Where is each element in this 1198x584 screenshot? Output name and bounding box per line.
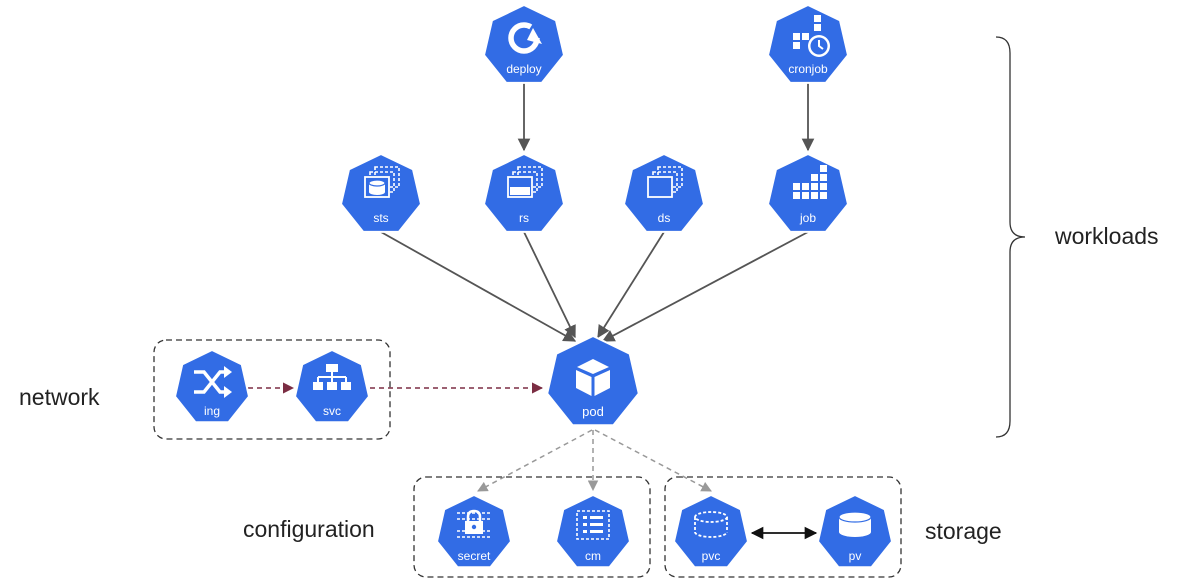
- edge-sts-pod: [380, 231, 577, 342]
- node-job-label: job: [799, 211, 816, 225]
- workloads-brace: [995, 36, 1026, 438]
- cronjob-icon: [793, 15, 830, 57]
- node-pv-label: pv: [849, 549, 862, 563]
- job-icon: [793, 165, 827, 199]
- daemonset-icon: [647, 166, 683, 198]
- secret-icon: [457, 509, 491, 538]
- node-job[interactable]: job: [767, 153, 849, 233]
- node-cm[interactable]: cm: [555, 494, 631, 569]
- node-pod-label: pod: [582, 404, 604, 419]
- pvc-icon: [694, 511, 728, 538]
- node-cronjob-label: cronjob: [788, 62, 828, 76]
- group-label-network: network: [19, 384, 100, 410]
- edge-pod-secret: [477, 429, 593, 492]
- node-rs[interactable]: rs: [483, 153, 565, 233]
- configuration-group-box: [413, 476, 651, 578]
- node-svc[interactable]: svc: [294, 349, 370, 424]
- edge-job-pod: [601, 231, 809, 342]
- replicaset-icon: [507, 166, 543, 198]
- storage-group-box: [664, 476, 902, 578]
- edge-ds-pod: [597, 231, 665, 339]
- network-group-box: [153, 339, 391, 440]
- node-sts-label: sts: [373, 211, 388, 225]
- service-icon: [313, 364, 351, 390]
- node-ing-label: ing: [204, 404, 220, 418]
- group-label-configuration: configuration: [243, 516, 375, 542]
- group-label-storage: storage: [925, 518, 1002, 544]
- node-ing[interactable]: ing: [174, 349, 250, 424]
- node-sts[interactable]: sts: [340, 153, 422, 233]
- node-deploy[interactable]: deploy: [483, 4, 565, 84]
- pod-icon: [576, 359, 610, 396]
- node-secret-label: secret: [458, 549, 491, 563]
- node-cronjob[interactable]: cronjob: [767, 4, 849, 84]
- node-pv[interactable]: pv: [817, 494, 893, 569]
- node-ds-label: ds: [658, 211, 671, 225]
- statefulset-icon: [364, 166, 400, 198]
- node-cm-label: cm: [585, 549, 601, 563]
- configmap-icon: [576, 510, 610, 540]
- node-secret[interactable]: secret: [436, 494, 512, 569]
- node-pvc-label: pvc: [702, 549, 721, 563]
- node-svc-label: svc: [323, 404, 341, 418]
- node-rs-label: rs: [519, 211, 529, 225]
- node-deploy-label: deploy: [506, 62, 541, 76]
- ingress-icon: [194, 366, 232, 398]
- node-pod[interactable]: pod: [546, 335, 640, 427]
- edge-rs-pod: [523, 231, 576, 339]
- deploy-icon: [508, 22, 542, 54]
- node-pvc[interactable]: pvc: [673, 494, 749, 569]
- pv-icon: [838, 511, 872, 537]
- node-ds[interactable]: ds: [623, 153, 705, 233]
- edge-pod-pvc: [594, 429, 712, 492]
- group-label-workloads: workloads: [1054, 223, 1159, 249]
